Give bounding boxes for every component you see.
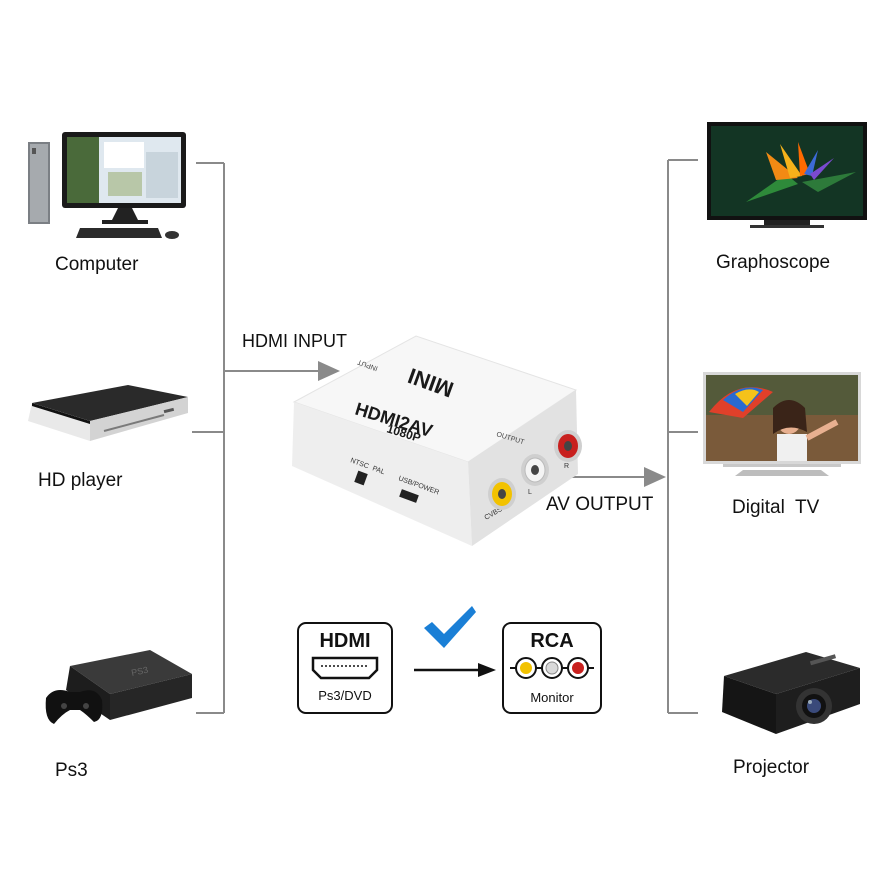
rca-legend-box: RCA Monitor <box>502 622 602 714</box>
projector-icon <box>722 652 860 734</box>
hdmi-to-rca-arrow <box>414 663 496 677</box>
hdmi-legend-box: HDMI Ps3/DVD <box>297 622 393 714</box>
hdmi-legend-title: HDMI <box>319 630 370 652</box>
graphoscope-tv-icon <box>707 122 867 228</box>
source-label-ps3: Ps3 <box>55 760 88 781</box>
computer-icon <box>28 132 186 239</box>
source-label-computer: Computer <box>55 254 139 275</box>
output-label-projector: Projector <box>733 757 810 778</box>
hdmi-input-label: HDMI INPUT <box>242 331 347 351</box>
rca-legend-sub: Monitor <box>530 690 574 705</box>
hdmi-input-arrowhead <box>318 361 340 381</box>
rca-white-jack[interactable] <box>521 454 549 486</box>
usb-power-port[interactable] <box>399 489 419 503</box>
hdmi2av-converter: MINI HDMI2AV 1080P INPUT OUTPUT NTSC PAL… <box>292 335 582 546</box>
av-output-arrowhead <box>644 467 666 487</box>
hdmi-port-icon <box>311 656 379 680</box>
rca-yellow-jack[interactable] <box>488 478 516 510</box>
converter-left-text: L <box>528 489 532 496</box>
hd-player-icon <box>28 385 188 441</box>
av-output-label: AV OUTPUT <box>546 494 654 515</box>
ntsc-pal-switch[interactable] <box>354 470 368 486</box>
rca-legend-title: RCA <box>530 630 573 652</box>
converter-right-text: R <box>564 463 569 470</box>
svg-text:PS3: PS3 <box>130 665 149 678</box>
checkmark-icon <box>424 606 476 648</box>
converter-pal-text: PAL <box>371 465 385 476</box>
rca-connectors-icon <box>510 657 594 679</box>
digital-tv-icon <box>703 372 861 476</box>
output-label-graphoscope: Graphoscope <box>716 252 831 273</box>
ps3-console-icon: PS3 <box>45 650 192 724</box>
hdmi-legend-sub: Ps3/DVD <box>318 688 371 703</box>
output-label-digital-tv: Digital TV <box>732 497 820 518</box>
rca-red-jack[interactable] <box>554 430 582 462</box>
source-label-hd-player: HD player <box>38 470 123 491</box>
